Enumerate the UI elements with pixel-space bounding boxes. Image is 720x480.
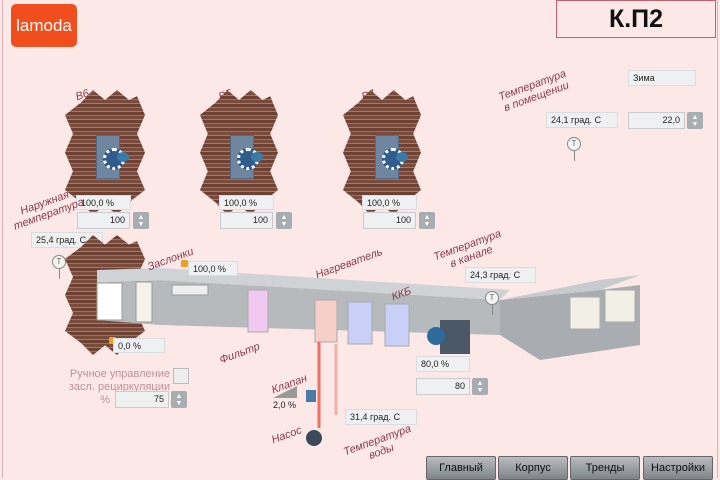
kkb-coil-2-icon <box>384 303 410 347</box>
duct-top <box>97 268 510 300</box>
supply-fan-setpoint-input[interactable]: 80 <box>416 378 470 395</box>
duct-inlet <box>96 282 123 321</box>
heater-coil-icon <box>314 299 338 343</box>
fan-b6-spinner[interactable]: ▲▼ <box>133 212 149 229</box>
exhaust-fan-b5-icon <box>230 135 263 179</box>
damper-top-value: 100,0 % <box>188 261 238 276</box>
fan-b5-spinner[interactable]: ▲▼ <box>276 212 292 229</box>
supply-fan-motor <box>427 327 445 345</box>
recirc-label-2: засл. рециркуляции <box>68 381 170 393</box>
room-thermometer-icon: T <box>567 137 581 161</box>
filter-icon <box>247 289 269 333</box>
recirc-label-1: Ручное управление <box>69 368 170 380</box>
supply-fan-status: 80,0 % <box>416 356 470 372</box>
lock-icon <box>181 260 188 267</box>
damper-bottom-value: 0,0 % <box>113 338 165 353</box>
room-setpoint-spinner[interactable]: ▲▼ <box>687 112 703 129</box>
kkb-coil-1-icon <box>347 301 373 345</box>
recirc-input[interactable]: 75 <box>115 391 169 408</box>
supply-fan-spinner[interactable]: ▲▼ <box>472 378 488 395</box>
fan-b6-setpoint-input[interactable]: 100 <box>77 212 130 229</box>
mode-display: Зима <box>628 70 696 86</box>
nav-housing-button[interactable]: Корпус <box>498 456 568 480</box>
water-temp-value: 31,4 град. С <box>345 409 417 425</box>
exhaust-fan-b6-icon <box>96 135 129 179</box>
fan-b4-spinner[interactable]: ▲▼ <box>419 212 435 229</box>
room-temp-value: 24,1 град. С <box>546 112 618 128</box>
duct-temp-value: 24,3 град. С <box>465 267 536 283</box>
lock-icon <box>109 337 116 344</box>
supply-grille-2 <box>604 289 636 323</box>
fan-b6-status: 100,0 % <box>76 195 131 210</box>
duct-thermometer-icon: T <box>485 291 499 315</box>
fan-b5-status: 100,0 % <box>219 195 274 210</box>
nav-trends-button[interactable]: Тренды <box>570 456 640 480</box>
supply-grille-1 <box>569 296 601 330</box>
supply-fan-icon <box>440 320 470 354</box>
pump-icon <box>306 430 322 446</box>
page-title: К.П2 <box>556 0 716 38</box>
damper-icon <box>135 281 153 323</box>
valve-indicator <box>273 386 297 398</box>
recirc-manual-checkbox[interactable] <box>173 368 189 384</box>
lamoda-logo: lamoda <box>11 4 77 47</box>
fan-b4-setpoint-input[interactable]: 100 <box>363 212 416 229</box>
damper-actuator-icon <box>171 284 209 296</box>
fan-b4-status: 100,0 % <box>362 195 417 210</box>
fan-b5-setpoint-input[interactable]: 100 <box>220 212 273 229</box>
recirc-percent-label: % <box>100 394 110 406</box>
room-setpoint-input[interactable]: 22,0 <box>628 112 685 129</box>
valve-value: 2,0 % <box>273 400 297 410</box>
valve-icon <box>306 390 316 402</box>
exhaust-fan-b4-icon <box>375 135 408 179</box>
nav-main-button[interactable]: Главный <box>426 456 496 480</box>
recirc-spinner[interactable]: ▲▼ <box>171 391 187 408</box>
outdoor-thermometer-icon: T <box>52 255 66 279</box>
nav-settings-button[interactable]: Настройки <box>643 456 713 480</box>
